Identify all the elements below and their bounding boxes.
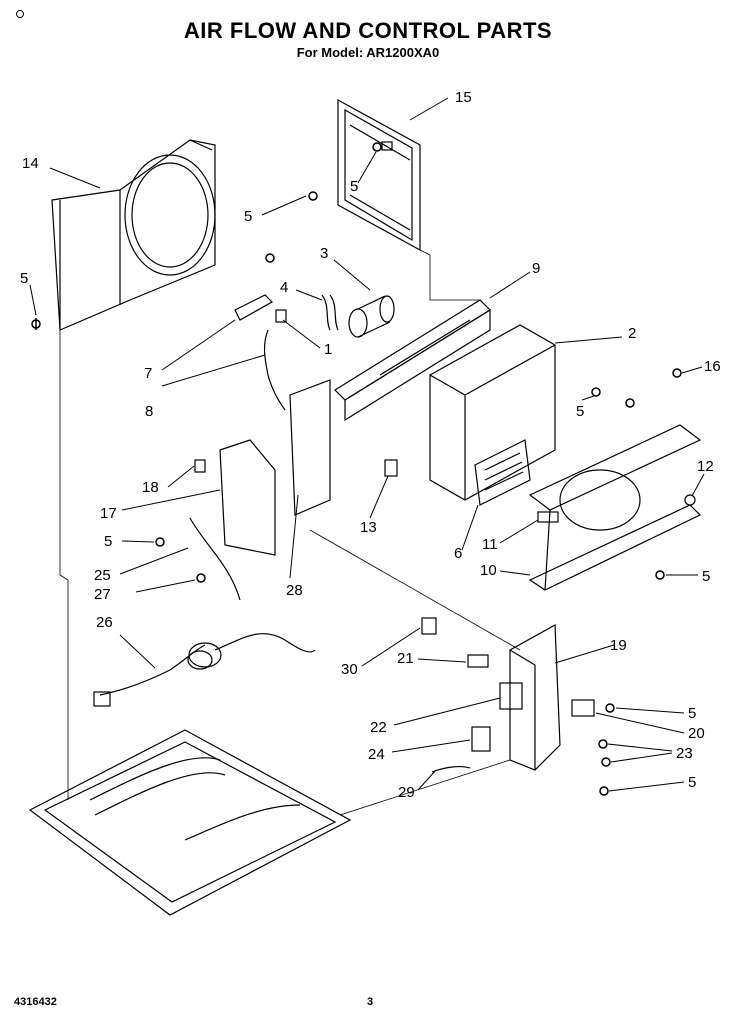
callout-5: 5: [702, 568, 710, 585]
callout-4: 4: [280, 279, 288, 296]
callout-2: 2: [628, 325, 636, 342]
callout-labels: 15 14 5 5 5 3 9 4 1 2 16 7 8 5 12 18 17 …: [20, 89, 721, 801]
diagram-title: AIR FLOW AND CONTROL PARTS: [183, 18, 553, 43]
callout-10: 10: [480, 562, 497, 579]
callout-8: 8: [145, 403, 153, 420]
part-11-clip: [537, 511, 559, 523]
part-26-power-cord: [93, 633, 316, 707]
callout-15: 15: [455, 89, 472, 106]
callout-16: 16: [704, 358, 721, 375]
part-21-clip: [467, 654, 489, 668]
part-14-shroud: [51, 139, 216, 331]
diagram-subtitle: For Model: AR1200XA0: [296, 45, 440, 60]
callout-5: 5: [244, 208, 252, 225]
part-28-plate: [289, 379, 331, 516]
part-13-switch: [384, 459, 398, 477]
callout-5: 5: [576, 403, 584, 420]
callout-14: 14: [22, 155, 39, 172]
part-4-strap: [321, 294, 339, 331]
part-19-control-bracket: [509, 624, 561, 771]
callout-19: 19: [610, 637, 627, 654]
callout-25: 25: [94, 567, 111, 584]
callout-21: 21: [397, 650, 414, 667]
callout-5: 5: [688, 705, 696, 722]
part-1-clip: [275, 309, 287, 323]
callout-5: 5: [688, 774, 696, 791]
part-15-bracket: [337, 98, 421, 252]
part-3-capacitor: [348, 295, 395, 338]
part-8-wire-harness: [263, 329, 286, 411]
callout-20: 20: [688, 725, 705, 742]
part-18-clip: [194, 459, 206, 473]
callout-9: 9: [532, 260, 540, 277]
callout-27: 27: [94, 586, 111, 603]
callout-26: 26: [96, 614, 113, 631]
registration-mark: [16, 10, 24, 18]
leader-lines: [29, 97, 705, 792]
part-7-bracket: [234, 294, 273, 321]
part-25-wire: [189, 517, 241, 601]
part-29-jumper: [431, 766, 471, 773]
callout-5: 5: [20, 270, 28, 287]
page-number: 3: [367, 996, 374, 1008]
document-number: 4316432: [14, 996, 57, 1008]
screw-parts: [31, 142, 682, 796]
callout-18: 18: [142, 479, 159, 496]
callout-6: 6: [454, 545, 462, 562]
callout-3: 3: [320, 245, 328, 262]
part-9-panel: [334, 299, 491, 422]
part-30-clip: [421, 617, 437, 635]
part-22-switch: [499, 682, 523, 710]
part-20-switch: [571, 699, 595, 717]
callout-5: 5: [104, 533, 112, 550]
callout-22: 22: [370, 719, 387, 736]
part-2-housing: [429, 324, 556, 501]
callout-30: 30: [341, 661, 358, 678]
part-17-bracket: [219, 439, 276, 556]
callout-7: 7: [144, 365, 152, 382]
callout-23: 23: [676, 745, 693, 762]
callout-29: 29: [398, 784, 415, 801]
part-10-base-pan: [528, 424, 702, 591]
callout-28: 28: [286, 582, 303, 599]
reference-lines: [59, 249, 521, 816]
callout-13: 13: [360, 519, 377, 536]
part-12-grommet: [684, 494, 696, 506]
base-frame: [28, 729, 352, 916]
callout-17: 17: [100, 505, 117, 522]
callout-1: 1: [324, 341, 332, 358]
callout-11: 11: [482, 536, 498, 553]
callout-5: 5: [350, 178, 358, 195]
callout-12: 12: [697, 458, 714, 475]
part-6-vent-panel: [474, 439, 531, 506]
part-24-switch: [471, 726, 491, 752]
callout-24: 24: [368, 746, 385, 763]
